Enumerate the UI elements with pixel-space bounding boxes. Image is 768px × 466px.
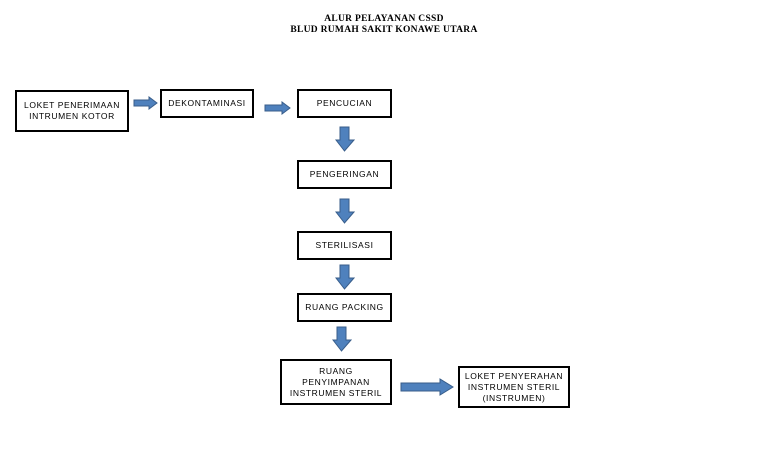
step-dekontaminasi: DEKONTAMINASI xyxy=(160,89,254,118)
arrow-down-icon xyxy=(335,126,355,152)
diagram-subtitle: BLUD RUMAH SAKIT KONAWE UTARA xyxy=(290,25,478,35)
arrow-down-icon xyxy=(335,198,355,224)
step-loket-penerimaan: LOKET PENERIMAAN INTRUMEN KOTOR xyxy=(15,90,129,132)
arrow-right-icon xyxy=(264,101,291,115)
arrow-right-icon xyxy=(133,96,158,110)
step-pencucian: PENCUCIAN xyxy=(297,89,392,118)
step-ruang-packing: RUANG PACKING xyxy=(297,293,392,322)
step-pengeringan: PENGERINGAN xyxy=(297,160,392,189)
step-loket-penyerahan: LOKET PENYERAHAN INSTRUMEN STERIL (INSTR… xyxy=(458,366,570,408)
step-ruang-penyimpanan: RUANG PENYIMPANAN INSTRUMEN STERIL xyxy=(280,359,392,405)
arrow-right-icon xyxy=(400,378,454,396)
arrow-down-icon xyxy=(335,264,355,290)
step-sterilisasi: STERILISASI xyxy=(297,231,392,260)
diagram-title: ALUR PELAYANAN CSSD xyxy=(324,14,444,24)
arrow-down-icon xyxy=(332,326,352,352)
